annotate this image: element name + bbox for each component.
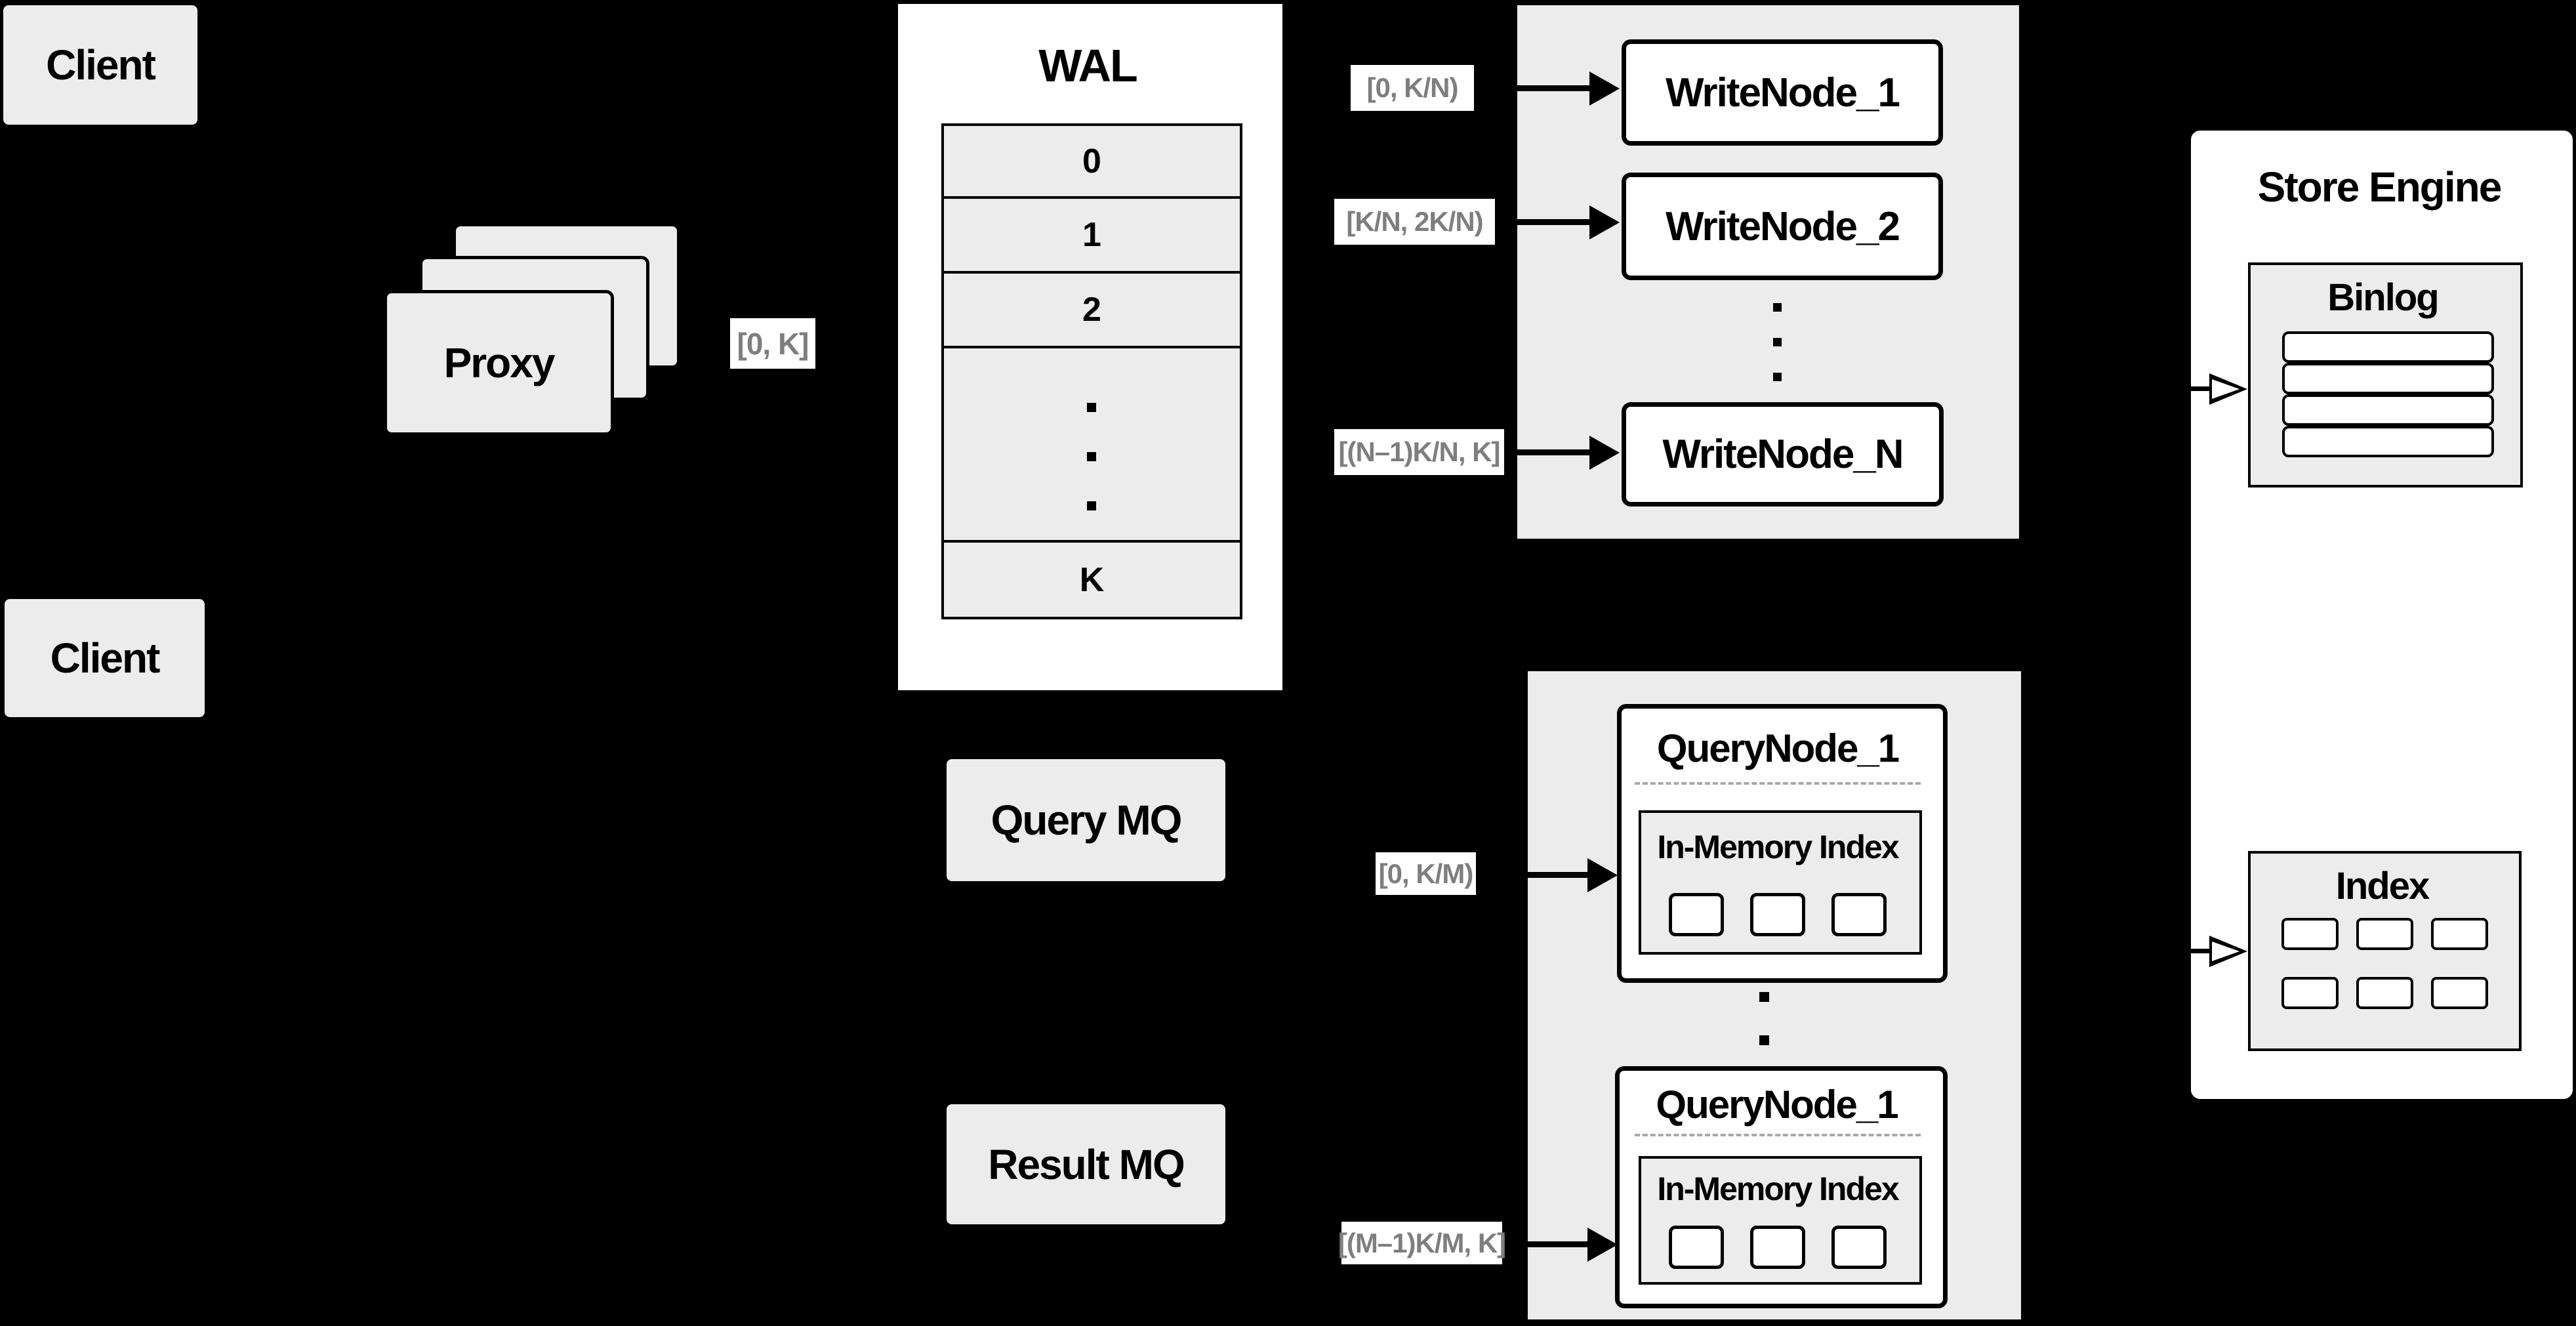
index-cell	[2281, 918, 2339, 950]
range-label-querynode-2: [(M–1)K/M, K]	[1338, 1222, 1506, 1264]
arrow-right-icon	[1527, 872, 1587, 878]
index-cell	[2431, 918, 2488, 950]
segment-cell	[1750, 1226, 1805, 1269]
in-memory-index-title-bottom: In-Memory Index	[1657, 1171, 1899, 1207]
index-cell	[2356, 918, 2413, 950]
arrow-right-icon	[1515, 219, 1589, 225]
ellipsis-dot-icon	[1773, 373, 1782, 381]
ellipsis-dot-icon	[1759, 1035, 1769, 1045]
range-label-writenode-n: [(N–1)K/N, K]	[1334, 429, 1504, 475]
index-cell	[2281, 977, 2339, 1009]
segment-cell	[1669, 1226, 1724, 1269]
arrow-right-icon	[1515, 85, 1589, 91]
querynode-top-title: QueryNode_1	[1656, 726, 1900, 770]
ellipsis-dot-icon	[1087, 501, 1096, 510]
wal-cell-k: K	[944, 540, 1240, 617]
arrow-right-icon	[1527, 1241, 1587, 1247]
wal-title: WAL	[1038, 40, 1138, 91]
index-title: Index	[2335, 864, 2430, 907]
writenode-1-box: WriteNode_1	[1622, 39, 1943, 146]
querynode-bottom-title: QueryNode_1	[1656, 1083, 1898, 1127]
query-mq-box: Query MQ	[947, 759, 1225, 881]
writenode-2-box: WriteNode_2	[1622, 173, 1943, 280]
ellipsis-dot-icon	[1773, 338, 1782, 346]
wal-cell-1: 1	[944, 196, 1240, 271]
client-box-2: Client	[5, 599, 205, 717]
range-label-writenode-1: [0, K/N)	[1351, 65, 1474, 111]
hollow-arrow-right-icon	[2190, 936, 2250, 967]
range-label-writenode-2: [K/N, 2K/N)	[1334, 199, 1495, 245]
binlog-title: Binlog	[2327, 276, 2439, 319]
wal-cell-ellipsis	[944, 346, 1240, 540]
result-mq-box: Result MQ	[947, 1104, 1225, 1224]
segment-cell	[1831, 1226, 1887, 1269]
store-engine-title: Store Engine	[2257, 163, 2503, 211]
index-cell	[2431, 977, 2488, 1009]
ellipsis-dot-icon	[1773, 303, 1782, 312]
dashed-divider	[1635, 782, 1921, 785]
ellipsis-dot-icon	[1759, 992, 1769, 1002]
range-label-0-k: [0, K]	[730, 318, 815, 369]
in-memory-index-title-top: In-Memory Index	[1657, 828, 1899, 865]
writenode-n-box: WriteNode_N	[1622, 402, 1944, 507]
binlog-row	[2282, 426, 2494, 457]
binlog-row	[2282, 394, 2494, 426]
wal-table: 0 1 2 K	[941, 123, 1242, 619]
segment-cell	[1669, 893, 1724, 936]
range-label-querynode-1: [0, K/M)	[1376, 852, 1476, 895]
ellipsis-dot-icon	[1087, 452, 1096, 461]
proxy-card-front: Proxy	[384, 290, 614, 436]
binlog-row	[2282, 363, 2494, 394]
dashed-divider	[1635, 1134, 1921, 1136]
arrow-right-icon	[1515, 449, 1589, 455]
client-box-1: Client	[3, 5, 197, 125]
segment-cell	[1831, 893, 1887, 936]
ellipsis-dot-icon	[1087, 403, 1096, 412]
index-cell	[2356, 977, 2413, 1009]
segment-cell	[1750, 893, 1805, 936]
wal-cell-0: 0	[944, 126, 1240, 196]
index-panel	[2248, 851, 2522, 1051]
wal-cell-2: 2	[944, 271, 1240, 346]
hollow-arrow-right-icon	[2190, 373, 2250, 405]
binlog-row	[2282, 331, 2494, 363]
